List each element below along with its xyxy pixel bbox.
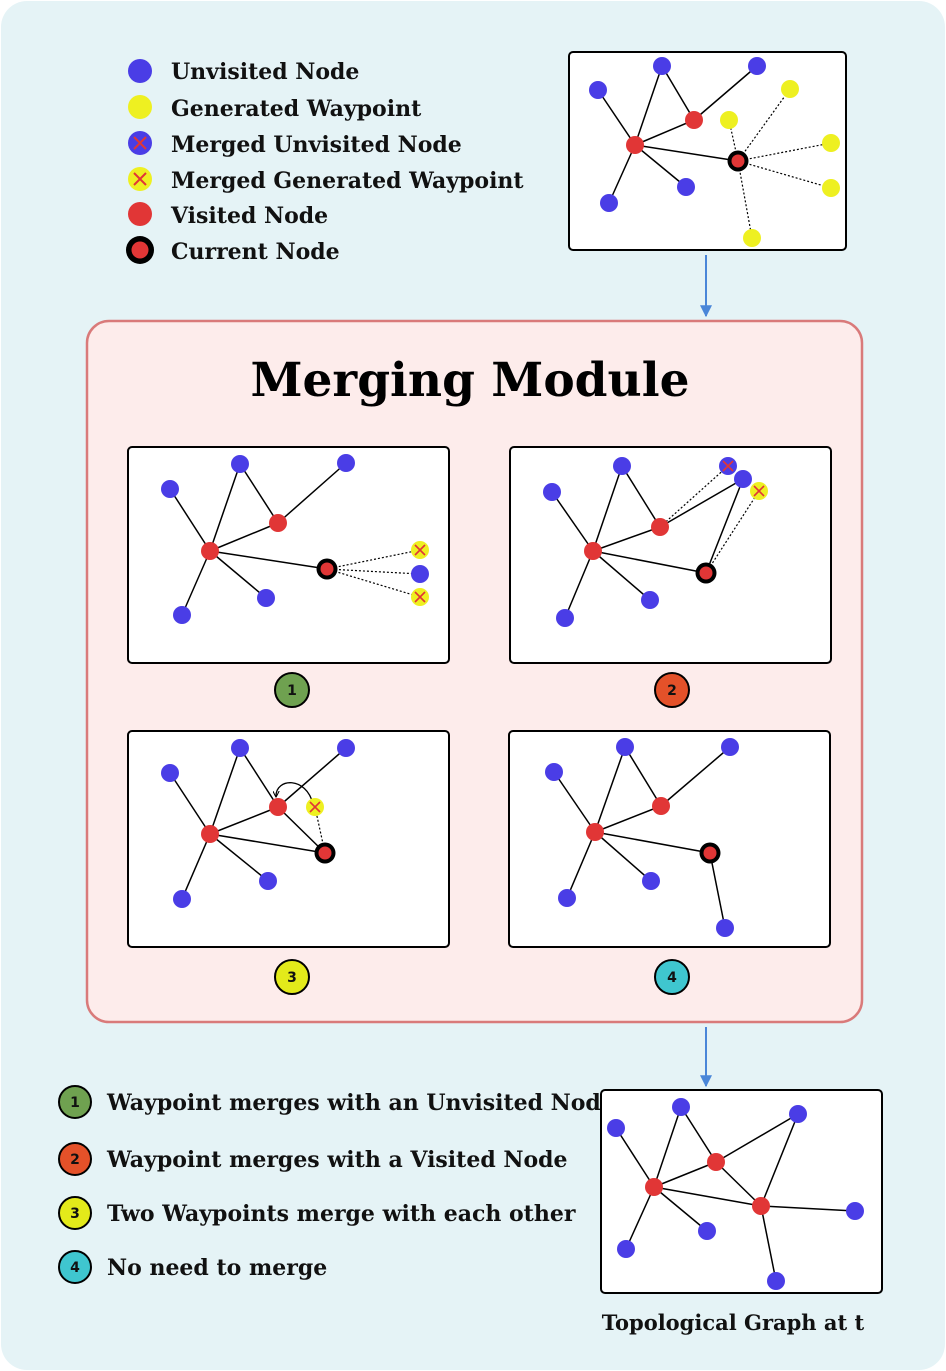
svg-text:2: 2 [667, 683, 677, 699]
red-node-icon [128, 202, 152, 226]
yellow-waypoint-icon [128, 95, 152, 119]
red-node-black-ring-icon [126, 236, 154, 264]
step-badge-3: 3 [274, 959, 310, 995]
step-3-icon [58, 1196, 92, 1230]
yellow-waypoint-cross-icon [128, 167, 152, 191]
svg-text:3: 3 [70, 1206, 80, 1222]
case-label: No need to merge [107, 1255, 327, 1281]
legend-item-visited-node: Visited Node [128, 202, 328, 229]
case-label: Waypoint merges with a Visited Node [106, 1147, 568, 1173]
svg-text:1: 1 [287, 683, 297, 699]
legend-label: Unvisited Node [171, 59, 359, 85]
module-title: Merging Module [251, 353, 690, 408]
legend-label: Visited Node [170, 203, 328, 229]
step-badge-4: 4 [654, 959, 690, 995]
legend-item-merged-unvisited-node: Merged Unvisited Node [128, 131, 462, 158]
blue-node-cross-icon [128, 131, 152, 155]
case-label: Waypoint merges with an Unvisited Node [106, 1090, 615, 1116]
case-item-1: 1 Waypoint merges with an Unvisited Node [58, 1085, 615, 1119]
svg-text:4: 4 [667, 970, 677, 986]
panel-1 [127, 446, 450, 664]
case-legend: 1 Waypoint merges with an Unvisited Node… [58, 1085, 615, 1284]
legend-item-generated-waypoint: Generated Waypoint [128, 95, 422, 122]
panel-3 [127, 730, 450, 948]
legend-label: Merged Generated Waypoint [171, 168, 524, 194]
legend-item-unvisited-node: Unvisited Node [128, 59, 359, 85]
svg-text:2: 2 [70, 1152, 80, 1168]
panel-2 [509, 446, 832, 664]
legend-item-current-node: Current Node [126, 236, 340, 265]
output-graph: Topological Graph at t [600, 1089, 883, 1335]
step-badge-2: 2 [654, 672, 690, 708]
output-caption: Topological Graph at t [602, 1310, 865, 1335]
panel-4 [508, 730, 831, 948]
svg-text:1: 1 [70, 1095, 80, 1111]
case-item-4: 4 No need to merge [58, 1250, 327, 1284]
step-1-icon [58, 1085, 92, 1119]
legend-label: Merged Unvisited Node [171, 132, 462, 158]
merging-module: Merging Module [85, 319, 864, 1024]
svg-text:3: 3 [287, 970, 297, 986]
case-label: Two Waypoints merge with each other [107, 1201, 576, 1227]
case-item-3: 3 Two Waypoints merge with each other [58, 1196, 576, 1230]
legend-label: Current Node [171, 239, 340, 265]
step-2-icon [58, 1142, 92, 1176]
legend-item-merged-generated-waypoint: Merged Generated Waypoint [128, 167, 524, 194]
legend: Unvisited Node Generated Waypoint Merged… [126, 59, 524, 265]
step-badge-1: 1 [274, 672, 310, 708]
legend-label: Generated Waypoint [171, 96, 422, 122]
input-graph [568, 51, 847, 251]
case-item-2: 2 Waypoint merges with a Visited Node [58, 1142, 568, 1176]
blue-node-icon [128, 59, 152, 83]
svg-text:4: 4 [70, 1260, 80, 1276]
step-4-icon [58, 1250, 92, 1284]
